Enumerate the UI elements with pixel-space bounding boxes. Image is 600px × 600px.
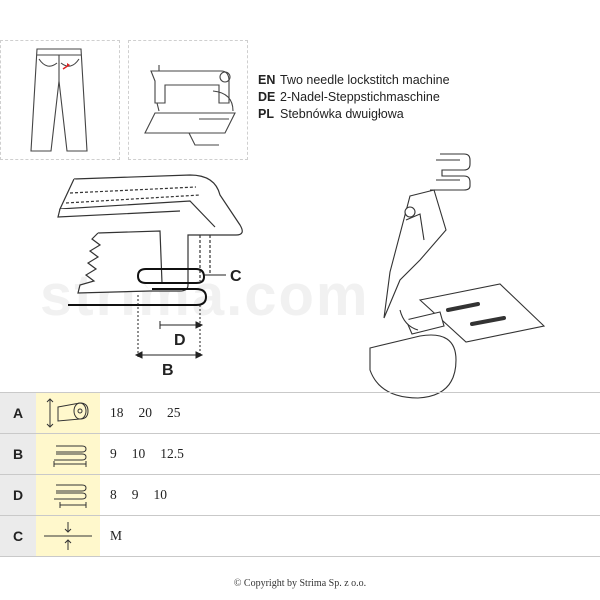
- copyright-notice: © Copyright by Strima Sp. z o.o.: [233, 578, 367, 589]
- value: 8: [110, 487, 117, 502]
- sewing-machine-thumbnail: [128, 40, 248, 160]
- table-row-b: B 9 10 12.5: [0, 434, 600, 475]
- language-row-en: EN Two needle lockstitch machine: [258, 72, 450, 89]
- row-values: 8 9 10: [110, 475, 182, 515]
- value: 20: [138, 405, 153, 420]
- label-c: C: [230, 268, 242, 285]
- row-letter: C: [0, 516, 36, 556]
- language-row-de: DE 2-Nadel-Steppstichmaschine: [258, 89, 440, 106]
- value: 9: [131, 487, 139, 502]
- sewing-machine-icon: [144, 65, 236, 146]
- tape-roll-icon: [36, 393, 100, 433]
- value: 9: [110, 446, 117, 461]
- value: 18: [110, 405, 124, 420]
- language-code: PL: [258, 107, 274, 121]
- thickness-icon: [36, 516, 100, 556]
- inner-width-icon: [36, 475, 100, 515]
- language-text: Stebnówka dwuigłowa: [280, 107, 404, 121]
- value: 12.5: [160, 446, 184, 461]
- value: 10: [131, 446, 146, 461]
- folded-width-icon: [36, 434, 100, 474]
- value: 25: [167, 405, 181, 420]
- language-code: DE: [258, 90, 276, 104]
- value: 10: [153, 487, 168, 502]
- value: M: [110, 528, 123, 543]
- table-row-d: D 8 9 10: [0, 475, 600, 516]
- row-letter: A: [0, 393, 36, 433]
- table-row-a: A 18 20 25: [0, 393, 600, 434]
- language-text: 2-Nadel-Steppstichmaschine: [280, 90, 440, 104]
- row-letter: D: [0, 475, 36, 515]
- language-row-pl: PL Stebnówka dwuigłowa: [258, 106, 404, 123]
- table-row-c: C M: [0, 516, 600, 557]
- folder-attachment-drawing: [369, 153, 546, 399]
- row-values: 9 10 12.5: [110, 434, 199, 474]
- language-code: EN: [258, 73, 276, 87]
- label-b: B: [162, 362, 174, 379]
- row-values: 18 20 25: [110, 393, 196, 433]
- row-values: M: [110, 516, 137, 556]
- table-top-border: [0, 392, 600, 393]
- row-letter: B: [0, 434, 36, 474]
- jeans-icon: [30, 48, 88, 152]
- label-d: D: [174, 332, 186, 349]
- fold-diagram: C D B: [57, 174, 243, 379]
- language-text: Two needle lockstitch machine: [280, 73, 450, 87]
- jeans-thumbnail: [0, 40, 120, 160]
